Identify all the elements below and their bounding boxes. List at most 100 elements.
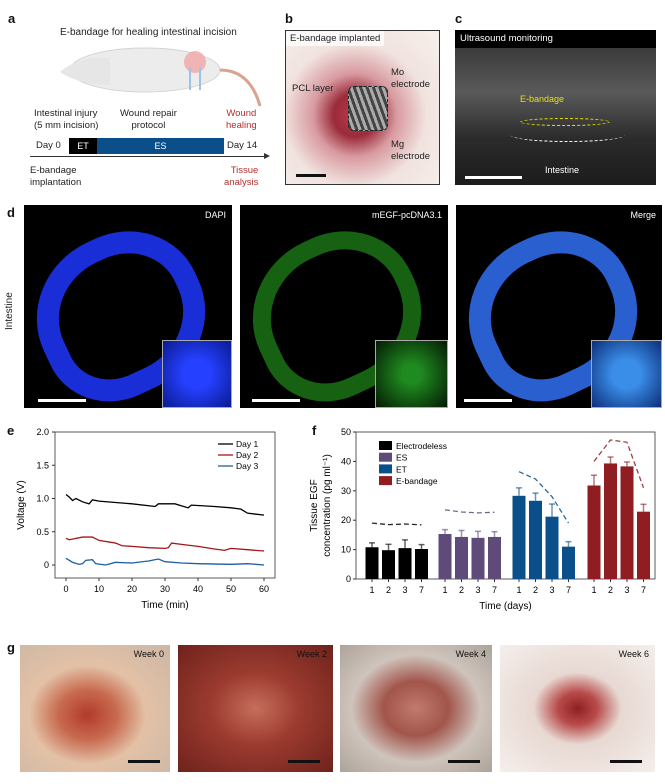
x-tick-label: 50 <box>226 584 236 594</box>
scale-bar <box>465 176 522 179</box>
y-tick-label: 20 <box>341 515 351 525</box>
y-tick-label: 0 <box>44 560 49 570</box>
bar-electrodeless-day-2 <box>382 550 395 579</box>
bar-et-day-7 <box>562 546 575 579</box>
x-tick-label: 3 <box>549 585 554 595</box>
panel-label: d <box>7 205 15 220</box>
y-tick-label: 50 <box>341 427 351 437</box>
x-tick-label: 7 <box>492 585 497 595</box>
scale-bar <box>448 760 480 763</box>
photo-title: Ultrasound monitoring <box>460 33 553 44</box>
pcl-label: PCL layer <box>292 83 334 94</box>
x-tick-label: 40 <box>193 584 203 594</box>
injury-text: Intestinal injury(5 mm incision) <box>34 108 99 131</box>
image-caption: Week 6 <box>618 649 649 659</box>
x-tick-label: 1 <box>516 585 521 595</box>
legend-label: ET <box>396 464 407 474</box>
intestine-label: Intestine <box>545 165 580 175</box>
panel-label: f <box>312 423 317 438</box>
et-segment: ET <box>69 138 97 154</box>
photo-title: E-bandage implanted <box>286 31 385 46</box>
x-tick-label: 1 <box>442 585 447 595</box>
x-tick-label: 2 <box>608 585 613 595</box>
bar-e-bandage-day-2 <box>604 463 617 579</box>
week2-photo: Week 2 <box>178 645 333 772</box>
bar-et-day-2 <box>529 500 542 579</box>
x-tick-label: 2 <box>386 585 391 595</box>
legend-swatch <box>379 476 392 486</box>
egf-image: mEGF-pcDNA3.1 <box>240 205 448 408</box>
panel-label: a <box>8 11 16 26</box>
image-caption: Week 2 <box>296 649 327 659</box>
legend-swatch <box>379 441 392 450</box>
legend-label: E-bandage <box>396 476 438 486</box>
scale-bar <box>610 760 642 763</box>
scale-bar <box>38 399 86 402</box>
scale-bar <box>252 399 300 402</box>
bar-et-day-3 <box>545 516 559 579</box>
y-tick-label: 10 <box>341 545 351 555</box>
legend-swatch <box>379 452 392 462</box>
bar-es-day-2 <box>455 536 468 579</box>
inset-zoom <box>162 340 232 408</box>
y-tick-label: 2.0 <box>36 427 49 437</box>
trend-line <box>444 509 495 514</box>
series-line-day-1 <box>65 494 265 516</box>
image-caption: Merge <box>630 210 656 220</box>
x-axis-label: Time (days) <box>479 601 531 612</box>
trend-line <box>518 471 570 524</box>
legend-label: Day 3 <box>236 461 258 471</box>
bar-e-bandage-day-1 <box>587 485 601 579</box>
e-bandage-device <box>348 86 388 131</box>
x-tick-label: 1 <box>591 585 596 595</box>
panel-label: e <box>7 423 15 438</box>
x-tick-label: 30 <box>160 584 170 594</box>
day14-label: Day 14 <box>227 140 258 151</box>
bar-electrodeless-day-7 <box>415 549 428 579</box>
x-tick-label: 2 <box>459 585 464 595</box>
x-tick-label: 3 <box>475 585 480 595</box>
day0-label: Day 0 <box>36 140 61 151</box>
bar-et-day-1 <box>512 495 526 579</box>
ebandage-label: E-bandage <box>520 94 565 104</box>
y-tick-label: 0 <box>346 574 351 584</box>
legend-label: Day 2 <box>236 450 258 460</box>
timeline-axis <box>30 156 266 157</box>
panel-label: c <box>455 11 463 26</box>
scale-bar <box>128 760 160 763</box>
y-axis-label-line2: concentration (pg ml⁻¹) <box>322 454 333 557</box>
legend-swatch <box>379 464 392 474</box>
intestine-outline <box>510 128 625 142</box>
y-tick-label: 1.0 <box>36 494 49 504</box>
panel-label: g <box>7 640 15 655</box>
image-caption: DAPI <box>204 210 226 220</box>
merge-image: Merge <box>456 205 662 408</box>
x-axis-label: Time (min) <box>141 600 188 611</box>
trend-line <box>593 439 645 489</box>
arrow-icon <box>264 153 270 159</box>
image-caption: mEGF-pcDNA3.1 <box>371 210 442 220</box>
x-tick-label: 7 <box>641 585 646 595</box>
trend-line <box>371 522 422 526</box>
x-tick-label: 7 <box>566 585 571 595</box>
x-tick-label: 10 <box>94 584 104 594</box>
scale-bar <box>464 399 512 402</box>
week6-photo: Week 6 <box>500 645 655 772</box>
legend-label: Electrodeless <box>396 441 447 451</box>
image-caption: Week 4 <box>455 649 486 659</box>
mouse-illustration <box>60 47 262 107</box>
panel-label: b <box>285 11 293 26</box>
y-tick-label: 40 <box>341 456 351 466</box>
row-label: Intestine <box>4 292 15 330</box>
bar-electrodeless-day-1 <box>365 547 379 579</box>
x-tick-label: 1 <box>369 585 374 595</box>
bar-es-day-3 <box>471 537 485 579</box>
y-tick-label: 1.5 <box>36 460 49 470</box>
